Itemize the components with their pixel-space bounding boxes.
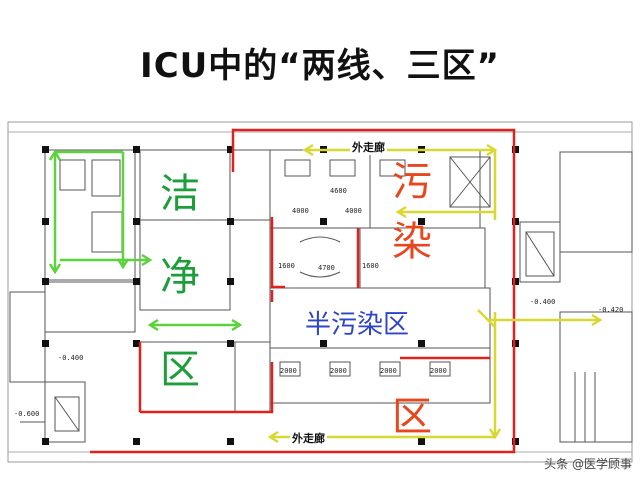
semi-zone-label: 半污染区 (305, 310, 410, 340)
dimension-label: -0.400 (530, 298, 556, 306)
floor-plan: 洁 净 区 污 染 区 半污染区 外走廊 外走廊 4000 4600 4000 … (0, 112, 640, 480)
dimension-label: 2000 (280, 367, 297, 375)
dimension-label: 4000 (345, 207, 362, 215)
dimension-label: 2000 (430, 367, 447, 375)
dimension-label: 4700 (318, 264, 335, 272)
dimension-label: 1600 (278, 262, 295, 270)
dimension-label: -0.600 (14, 410, 40, 418)
corridor-label-bottom: 外走廊 (290, 430, 327, 446)
corridor-label-top: 外走廊 (350, 139, 387, 155)
clean-flow-lines (48, 149, 243, 332)
dimension-label: -0.400 (58, 354, 84, 362)
dirty-zone-char-3: 区 (392, 394, 432, 440)
clean-zone-char-2: 净 (160, 254, 200, 300)
dirty-zone-char-1: 污 (392, 159, 432, 205)
structural-columns (42, 146, 519, 445)
watermark: 头条 @医学顾事 (544, 457, 632, 471)
dimension-label: 4000 (292, 207, 309, 215)
dirty-zone-char-2: 染 (392, 219, 432, 265)
dimension-label: 1600 (362, 262, 379, 270)
dimension-label: 2000 (330, 367, 347, 375)
floor-plan-drawing (7, 121, 633, 463)
page-title: ICU中的“两线、三区” (140, 46, 500, 86)
building-walls (7, 121, 633, 463)
dimension-label: -0.420 (598, 306, 624, 314)
clean-zone-char-3: 区 (160, 347, 200, 393)
dimension-label: 2000 (380, 367, 397, 375)
semi-flow-lines (267, 143, 603, 444)
clean-zone-char-1: 洁 (160, 171, 200, 217)
dirty-boundary-lines (90, 128, 516, 454)
dimension-label: 4600 (330, 187, 347, 195)
